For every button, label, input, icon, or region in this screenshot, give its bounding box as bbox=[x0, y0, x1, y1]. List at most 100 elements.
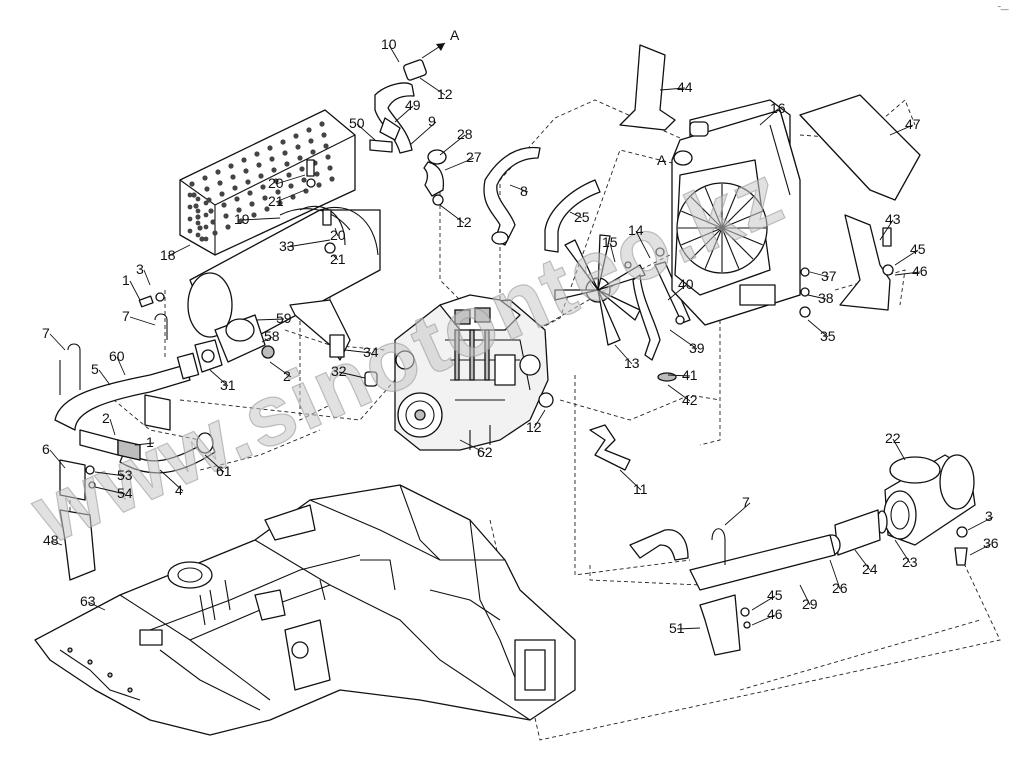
leader-line bbox=[344, 349, 372, 354]
perforation-hole bbox=[199, 236, 205, 242]
perforation-hole bbox=[232, 185, 238, 191]
callout-35: 35 bbox=[820, 328, 836, 344]
leader-line bbox=[209, 369, 229, 387]
perforation-hole bbox=[203, 212, 209, 218]
leader-line bbox=[143, 269, 151, 286]
perforation-hole bbox=[323, 143, 329, 149]
radiator-mount-43 bbox=[839, 214, 894, 311]
perforation-hole bbox=[195, 232, 201, 238]
callout-19: 19 bbox=[234, 211, 250, 227]
perforation-hole bbox=[314, 171, 320, 177]
radiator-assembly bbox=[671, 99, 811, 326]
leader-line bbox=[751, 614, 776, 626]
callout-37: 37 bbox=[821, 268, 837, 284]
perforation-hole bbox=[187, 192, 193, 198]
grille-spoke bbox=[721, 227, 763, 246]
callout-53: 53 bbox=[117, 467, 133, 483]
leader-line bbox=[129, 316, 156, 326]
callout-24: 24 bbox=[862, 561, 878, 577]
perforation-hole bbox=[195, 214, 201, 220]
leader-line bbox=[669, 329, 698, 350]
grille-spoke bbox=[690, 196, 723, 229]
perforation-hole bbox=[219, 191, 225, 197]
perforation-hole bbox=[243, 168, 249, 174]
callout-21: 21 bbox=[268, 193, 284, 209]
perforation-hole bbox=[245, 179, 251, 185]
callout-1: 1 bbox=[122, 272, 130, 288]
callout-3: 3 bbox=[985, 508, 993, 524]
leader-line bbox=[854, 549, 871, 571]
callout-44: 44 bbox=[677, 79, 693, 95]
chassis-frame bbox=[34, 484, 576, 736]
grille-spoke bbox=[721, 227, 754, 260]
perforation-hole bbox=[260, 184, 266, 190]
callout-49: 49 bbox=[405, 97, 421, 113]
leader-line bbox=[439, 204, 465, 224]
perforation-hole bbox=[256, 162, 262, 168]
cooling-fan bbox=[554, 234, 646, 346]
engine bbox=[394, 294, 549, 451]
perforation-hole bbox=[301, 177, 307, 183]
callout-18: 18 bbox=[160, 247, 176, 263]
leader-line bbox=[394, 105, 414, 123]
callout-45: 45 bbox=[767, 587, 783, 603]
leader-line bbox=[49, 449, 66, 469]
callout-51: 51 bbox=[669, 620, 685, 636]
coolant-hose-11 bbox=[589, 424, 631, 471]
perforation-hole bbox=[249, 201, 255, 207]
leader-line bbox=[388, 44, 400, 63]
leader-line bbox=[969, 543, 992, 556]
perforation-hole bbox=[264, 206, 270, 212]
perforation-hole bbox=[203, 236, 209, 242]
perforation-hole bbox=[321, 132, 327, 138]
pipe-bracket-left bbox=[59, 292, 171, 581]
leader-line bbox=[134, 442, 155, 446]
callout-38: 38 bbox=[818, 290, 834, 306]
perforation-hole bbox=[293, 133, 299, 139]
perforation-hole bbox=[280, 139, 286, 145]
air-cleaner bbox=[629, 454, 976, 591]
leader-line bbox=[807, 294, 827, 300]
leader-line bbox=[116, 356, 126, 376]
callout-7: 7 bbox=[122, 308, 130, 324]
leader-line bbox=[759, 108, 779, 126]
perforation-hole bbox=[217, 180, 223, 186]
perforation-hole bbox=[303, 188, 309, 194]
exhaust-pipes bbox=[54, 352, 216, 474]
callout-54: 54 bbox=[117, 485, 133, 501]
perforation-hole bbox=[327, 165, 333, 171]
direction-label-a-radiator: A bbox=[657, 152, 667, 168]
direction-arrow-a: A A bbox=[421, 27, 667, 168]
callout-12: 12 bbox=[437, 86, 453, 102]
muffler bbox=[187, 206, 381, 341]
perforation-hole bbox=[299, 166, 305, 172]
perforation-hole bbox=[191, 192, 197, 198]
grille-spoke bbox=[690, 227, 723, 260]
leader-line bbox=[167, 244, 191, 257]
perforation-hole bbox=[206, 197, 212, 203]
leader-line bbox=[338, 371, 366, 379]
perforation-hole bbox=[212, 230, 218, 236]
leader-line bbox=[879, 219, 894, 241]
leader-line bbox=[94, 486, 126, 495]
perforation-hole bbox=[262, 195, 268, 201]
leader-line bbox=[614, 344, 633, 365]
perforation-hole bbox=[284, 161, 290, 167]
callout-5: 5 bbox=[91, 361, 99, 377]
perforation-hole bbox=[241, 157, 247, 163]
perforation-hole bbox=[258, 173, 264, 179]
leader-line bbox=[724, 502, 751, 526]
callout-11: 11 bbox=[633, 481, 648, 497]
perforation-hole bbox=[267, 145, 273, 151]
callout-15: 15 bbox=[602, 234, 618, 250]
leader-line bbox=[894, 539, 911, 564]
perforation-hole bbox=[234, 196, 240, 202]
leader-line bbox=[667, 284, 687, 301]
callout-1: 1 bbox=[146, 434, 154, 450]
callout-22: 22 bbox=[885, 430, 901, 446]
callout-31: 31 bbox=[220, 377, 236, 393]
leader-line bbox=[439, 134, 466, 156]
leader-line bbox=[204, 454, 225, 473]
perforation-hole bbox=[251, 212, 257, 218]
leader-line bbox=[255, 318, 285, 321]
